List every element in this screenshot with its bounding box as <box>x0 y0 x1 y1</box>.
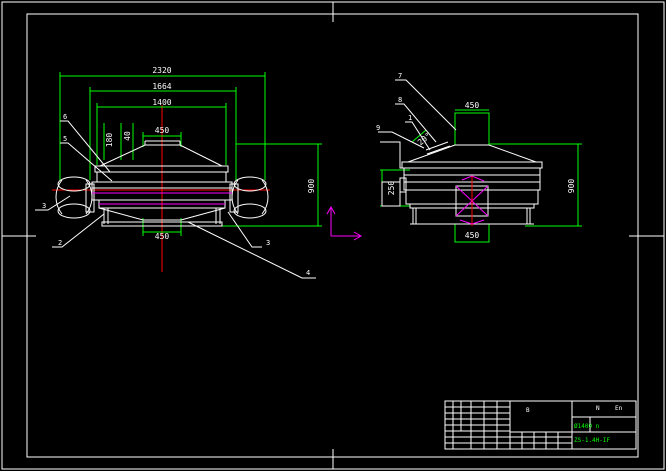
dim-2320: 2320 <box>152 66 171 75</box>
front-label-5: 5 <box>63 135 67 143</box>
front-label-3-left: 3 <box>42 202 46 210</box>
title-block-model-size: Ø1400 n <box>574 423 600 430</box>
dim-450-top: 450 <box>155 126 170 135</box>
side-label-9: 9 <box>376 124 380 132</box>
side-dim-450-top: 450 <box>465 101 480 110</box>
front-label-3-right: 3 <box>266 239 270 247</box>
ucs-axis-icon <box>326 205 363 241</box>
side-dim-angle: 20° <box>416 131 433 147</box>
dim-180: 180 <box>105 133 114 148</box>
title-block: B N En Ø1400 n ZS-1.4H-IF <box>444 400 637 450</box>
dim-1664: 1664 <box>152 82 171 91</box>
side-label-8: 8 <box>398 96 402 104</box>
side-label-7: 7 <box>398 72 402 80</box>
dim-450-bottom: 450 <box>155 232 170 241</box>
side-label-1: 1 <box>408 114 412 122</box>
dim-40: 40 <box>123 131 132 141</box>
side-dim-900: 900 <box>567 179 576 194</box>
side-leaders <box>378 79 457 151</box>
front-view: 2320 1664 1400 450 180 40 900 450 6 5 3 … <box>35 66 322 279</box>
front-label-2: 2 <box>58 239 62 247</box>
dim-1400: 1400 <box>152 98 171 107</box>
front-dimension-lines <box>59 72 322 236</box>
front-label-4: 4 <box>306 269 310 277</box>
side-dim-450-bottom: 450 <box>465 231 480 240</box>
front-label-6: 6 <box>63 113 67 121</box>
side-dim-250: 250 <box>387 181 396 196</box>
side-view: 450 450 900 250 20° 7 8 9 1 <box>376 72 582 243</box>
side-dimension-lines <box>380 109 582 243</box>
front-leaders <box>35 120 316 279</box>
title-block-top-small: B <box>526 407 530 414</box>
title-block-model-code: ZS-1.4H-IF <box>574 437 611 444</box>
dim-900-front: 900 <box>307 179 316 194</box>
front-machine-body <box>55 140 269 227</box>
front-accent-lines <box>92 192 232 205</box>
title-block-right-b: En <box>615 405 623 412</box>
title-block-right-a: N <box>596 405 600 412</box>
